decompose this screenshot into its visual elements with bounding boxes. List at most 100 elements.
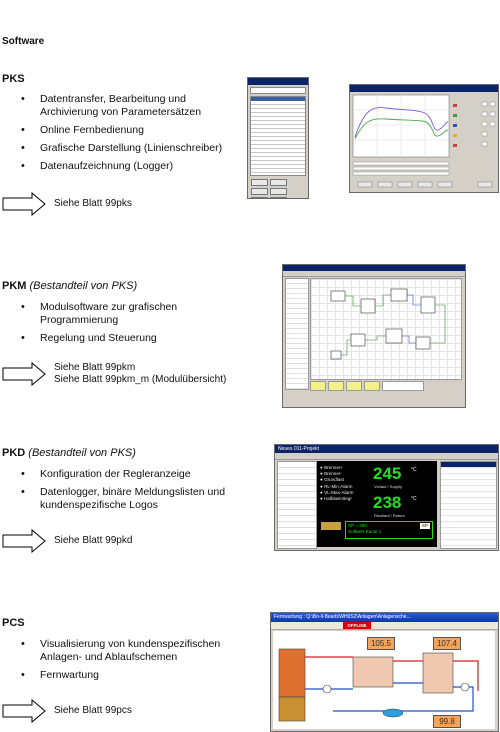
toolbar: OFFLINE: [271, 622, 498, 630]
sensor-reading: 105.5: [367, 637, 395, 650]
status-list-item: ● Brenner-: [320, 471, 342, 477]
window-button[interactable]: [270, 197, 287, 198]
sheet-reference[interactable]: Siehe Blatt 99pcs: [54, 705, 132, 716]
button-group: [251, 179, 305, 198]
status-list-item: ● Grundlast: [320, 477, 344, 483]
bullet-list: Modulsoftware zur grafischen Programmier…: [2, 301, 242, 350]
sheet-reference[interactable]: Siehe Blatt 99pkm_m (Modulübersicht): [54, 374, 227, 385]
offline-badge: OFFLINE: [343, 622, 371, 629]
right-arrow-outline-icon: [2, 529, 46, 553]
bullet-item: Datenlogger, binäre Meldungslisten und k…: [2, 486, 247, 512]
sheet-reference[interactable]: Siehe Blatt 99pks: [54, 198, 132, 209]
right-arrow-outline-icon: [2, 192, 46, 216]
sheet-reference[interactable]: Siehe Blatt 99pkd: [54, 535, 133, 546]
status-list-item: ● Brenner+: [320, 465, 344, 470]
status-label: RL-Min-Alarm: [324, 483, 353, 489]
line-recorder-graph: [352, 94, 496, 188]
bullet-item: Datenaufzeichnung (Logger): [2, 160, 242, 173]
bullet-item: Konfiguration der Regleranzeige: [2, 468, 247, 481]
pks-parameter-window-screenshot: [247, 77, 309, 199]
bullet-item: Grafische Darstellung (Linienschreiber): [2, 142, 242, 155]
sheet-reference[interactable]: Siehe Blatt 99pkm: [54, 362, 136, 373]
bullet-item: Regelung und Steuerung: [2, 332, 242, 345]
return-temperature-value: 238: [373, 493, 402, 512]
sensor-reading: 107.4: [433, 637, 461, 650]
module-tree: [285, 278, 309, 390]
status-cell: [382, 381, 424, 391]
section-title-text: PKM: [2, 280, 27, 292]
return-label: Rücklauf / Return: [374, 513, 405, 518]
status-list-item: ● VL-Max-Alarm: [320, 489, 354, 495]
controller-display: ● Brenner+ ● Brenner- ● Grundlast ● RL-M…: [317, 461, 437, 547]
section-title: PKS: [2, 73, 25, 85]
status-cell: [310, 381, 326, 391]
bullet-list: Konfiguration der Regleranzeige Datenlog…: [2, 468, 247, 517]
pks-line-recorder-screenshot: [349, 84, 499, 193]
toolbar: [275, 453, 498, 460]
table-header: [251, 97, 305, 101]
toolbar: [250, 87, 306, 94]
window-titlebar: Fernwartung : Q:\Bo-ll-Bearb\WH0S2\Anlag…: [271, 613, 498, 622]
section-title-text: PCS: [2, 617, 25, 629]
setpoint-box: SP = 250 SP Sollwert Kanal 1: [345, 521, 433, 539]
status-label: Halblast-Begr: [324, 496, 352, 502]
window-button[interactable]: [251, 179, 268, 186]
section-title: PKD (Bestandteil von PKS): [2, 447, 136, 459]
setpoint-label: SP = 250: [348, 523, 367, 528]
unit-label: °C: [411, 496, 417, 502]
status-label: Brenner+: [324, 465, 344, 470]
section-title-text: PKD: [2, 447, 26, 459]
plant-diagram: [278, 648, 479, 722]
supply-temperature-value: 245: [373, 464, 402, 483]
right-arrow-outline-icon: [2, 699, 46, 723]
supply-label: Vorlauf / Supply: [374, 484, 403, 489]
window-button[interactable]: [251, 188, 268, 195]
reference-row: Siehe Blatt 99pkd: [2, 529, 132, 553]
bullet-item: Datentransfer, Bearbeitung und Archivier…: [2, 93, 242, 119]
status-cell: [364, 381, 380, 391]
window-button[interactable]: [251, 197, 268, 198]
page-heading: Software: [2, 36, 45, 47]
parameter-table: [250, 96, 306, 176]
reference-row: Siehe Blatt 99pkm Siehe Blatt 99pkm_m (M…: [2, 362, 226, 386]
module-canvas: [310, 278, 462, 380]
setpoint-badge: SP: [419, 523, 430, 529]
logo: [321, 522, 341, 530]
reference-row: Siehe Blatt 99pcs: [2, 699, 132, 723]
function-block-diagram: [330, 288, 446, 360]
pkd-display-config-screenshot: Neues 011-Projekt ● Brenner+ ● Brenner- …: [274, 444, 499, 551]
status-list-item: ● Halblast-Begr: [320, 496, 352, 502]
section-title-text: PKS: [2, 73, 25, 85]
bullet-item: Fernwartung: [2, 669, 247, 682]
status-list: ● Brenner+ ● Brenner- ● Grundlast ● RL-M…: [320, 465, 353, 502]
status-label: Brenner-: [324, 471, 342, 477]
section-subtitle: (Bestandteil von PKS): [28, 447, 136, 459]
window-titlebar: Neues 011-Projekt: [275, 445, 498, 453]
pkm-module-editor-screenshot: [282, 264, 466, 408]
plant-schematic: 105.5 107.4 99.8: [273, 631, 495, 729]
window-button[interactable]: [270, 179, 287, 186]
bullet-list: Datentransfer, Bearbeitung und Archivier…: [2, 93, 242, 178]
section-subtitle: (Bestandteil von PKS): [29, 280, 138, 292]
section-title: PCS: [2, 617, 25, 629]
bullet-item: Online Fernbedienung: [2, 124, 242, 137]
bullet-list: Visualisierung von kundenspezifischen An…: [2, 638, 247, 687]
bullet-item: Visualisierung von kundenspezifischen An…: [2, 638, 247, 664]
toolbar: [283, 271, 465, 277]
bullet-item: Modulsoftware zur grafischen Programmier…: [2, 301, 242, 327]
status-strip: [310, 381, 460, 391]
selected-row: [441, 462, 496, 467]
setpoint-caption: Sollwert Kanal 1: [348, 529, 382, 534]
sensor-reading: 99.8: [433, 715, 461, 728]
sheet-reference-group: Siehe Blatt 99pkm Siehe Blatt 99pkm_m (M…: [54, 362, 226, 386]
right-arrow-outline-icon: [2, 362, 46, 386]
window-titlebar: [283, 265, 465, 271]
property-panel: [440, 461, 497, 549]
status-cell: [328, 381, 344, 391]
status-list-item: ● RL-Min-Alarm: [320, 483, 353, 489]
status-label: VL-Max-Alarm: [324, 489, 354, 495]
window-titlebar: [248, 78, 308, 85]
element-list: [277, 461, 317, 549]
section-title: PKM (Bestandteil von PKS): [2, 280, 137, 292]
window-button[interactable]: [270, 188, 287, 195]
